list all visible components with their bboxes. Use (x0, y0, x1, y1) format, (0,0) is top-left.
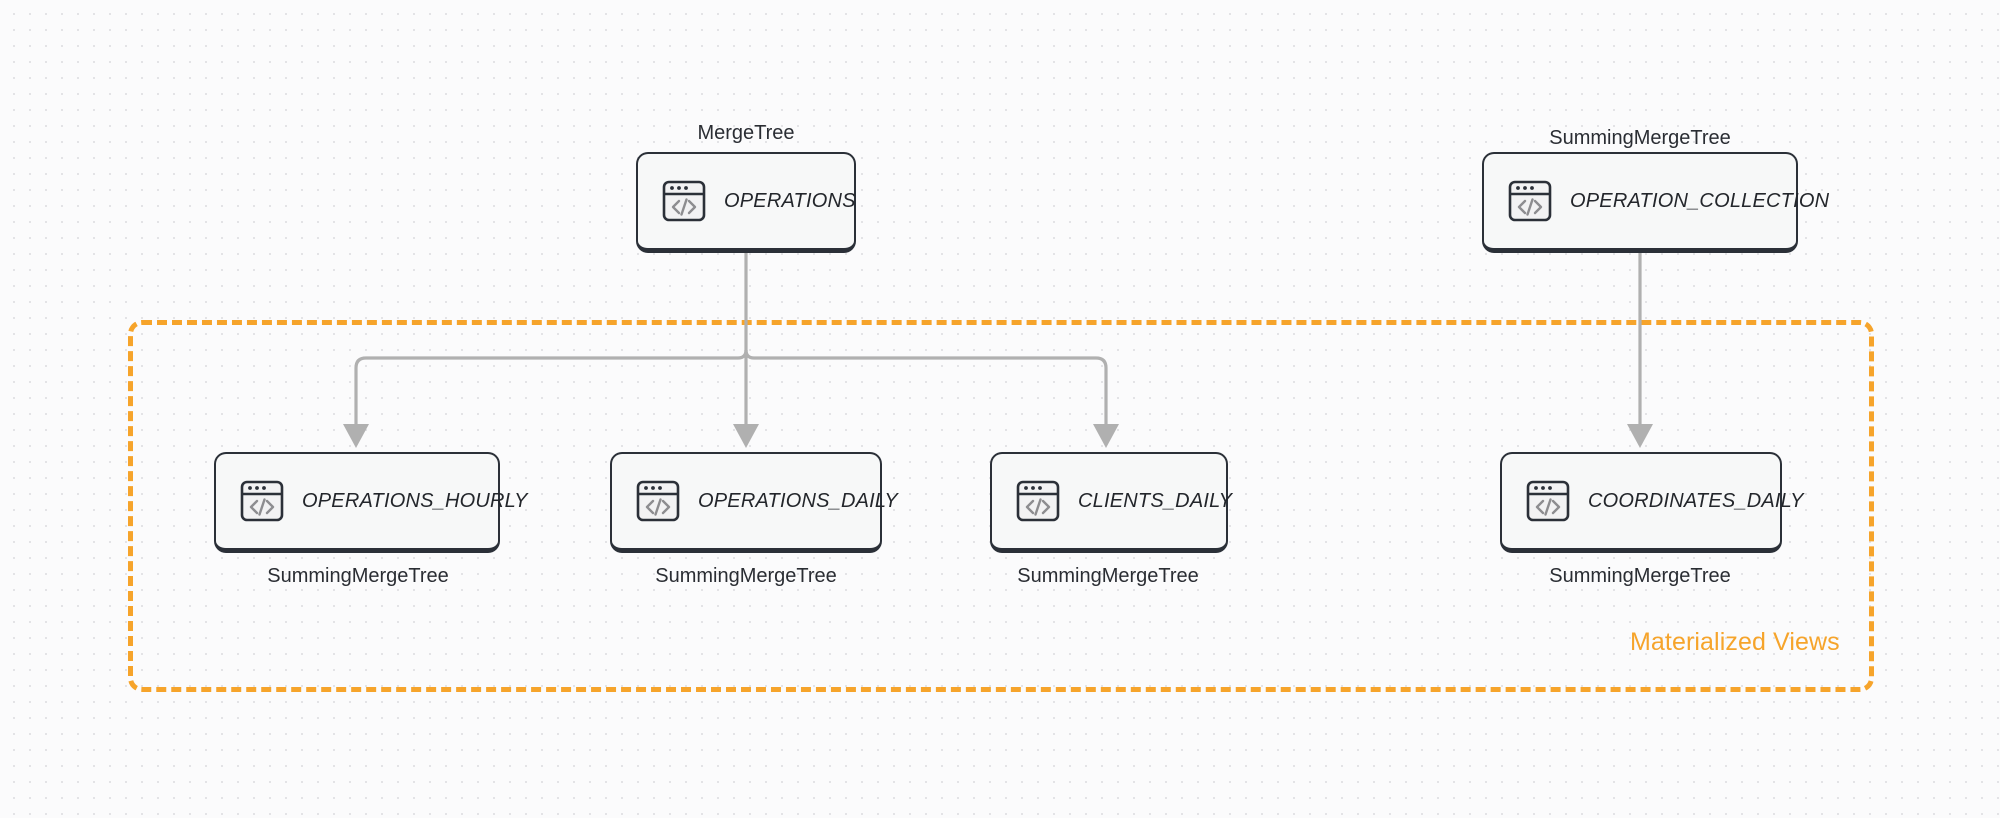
node-label-operations: OPERATIONS (724, 189, 856, 212)
code-window-icon (636, 480, 680, 522)
node-coordinates-daily[interactable]: COORDINATES_DAILY (1500, 452, 1803, 553)
engine-caption-clients-daily: SummingMergeTree (1017, 565, 1199, 587)
node-operations-daily[interactable]: OPERATIONS_DAILY (610, 452, 898, 553)
node-clients-daily[interactable]: CLIENTS_DAILY (990, 452, 1232, 553)
code-window-icon (1508, 180, 1552, 222)
engine-caption-coordinates-daily: SummingMergeTree (1549, 565, 1731, 587)
code-window-icon (662, 180, 706, 222)
node-label-operations-daily: OPERATIONS_DAILY (698, 489, 898, 512)
materialized-views-group (128, 320, 1874, 692)
engine-caption-operation-collection: SummingMergeTree (1549, 127, 1731, 149)
engine-caption-operations-hourly: SummingMergeTree (267, 565, 449, 587)
node-label-operations-hourly: OPERATIONS_HOURLY (302, 489, 528, 512)
code-window-icon (1016, 480, 1060, 522)
node-operation-collection[interactable]: OPERATION_COLLECTION (1482, 152, 1829, 253)
node-label-clients-daily: CLIENTS_DAILY (1078, 489, 1233, 512)
node-operations[interactable]: OPERATIONS (636, 152, 856, 253)
node-operations-hourly[interactable]: OPERATIONS_HOURLY (214, 452, 527, 553)
node-label-coordinates-daily: COORDINATES_DAILY (1588, 489, 1804, 512)
code-window-icon (1526, 480, 1570, 522)
engine-caption-operations: MergeTree (697, 122, 795, 144)
materialized-views-group-label: Materialized Views (1630, 628, 1840, 656)
engine-caption-operations-daily: SummingMergeTree (655, 565, 837, 587)
node-label-operation-collection: OPERATION_COLLECTION (1570, 189, 1830, 212)
code-window-icon (240, 480, 284, 522)
